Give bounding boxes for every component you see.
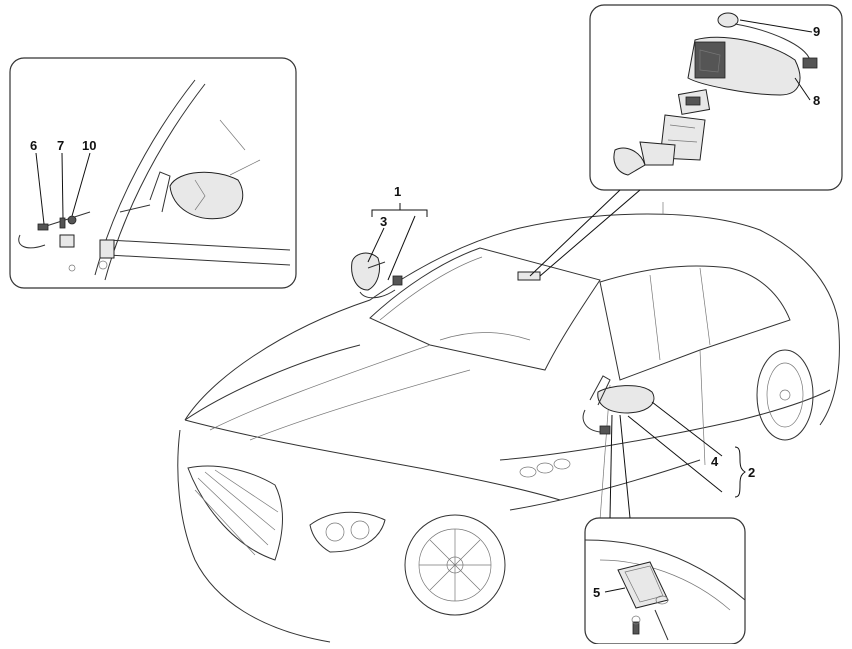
- callout-10: 10: [82, 138, 96, 153]
- car-body-drawing: [177, 202, 840, 643]
- callout-8: 8: [813, 93, 820, 108]
- callout-1: 1: [394, 184, 401, 199]
- callout-5: 5: [593, 585, 600, 600]
- inset-interior-mirror: [529, 4, 843, 277]
- callout-7: 7: [57, 138, 64, 153]
- mirror-assembly-loose: [351, 203, 428, 299]
- inset-mirror-mounting: [9, 57, 297, 289]
- callout-group-4-2: [627, 401, 746, 498]
- inset-mirror-lamp: [584, 414, 746, 645]
- callout-3: 3: [380, 214, 387, 229]
- callout-9: 9: [813, 24, 820, 39]
- callout-2: 2: [748, 465, 755, 480]
- callout-6: 6: [30, 138, 37, 153]
- callout-4: 4: [711, 454, 719, 469]
